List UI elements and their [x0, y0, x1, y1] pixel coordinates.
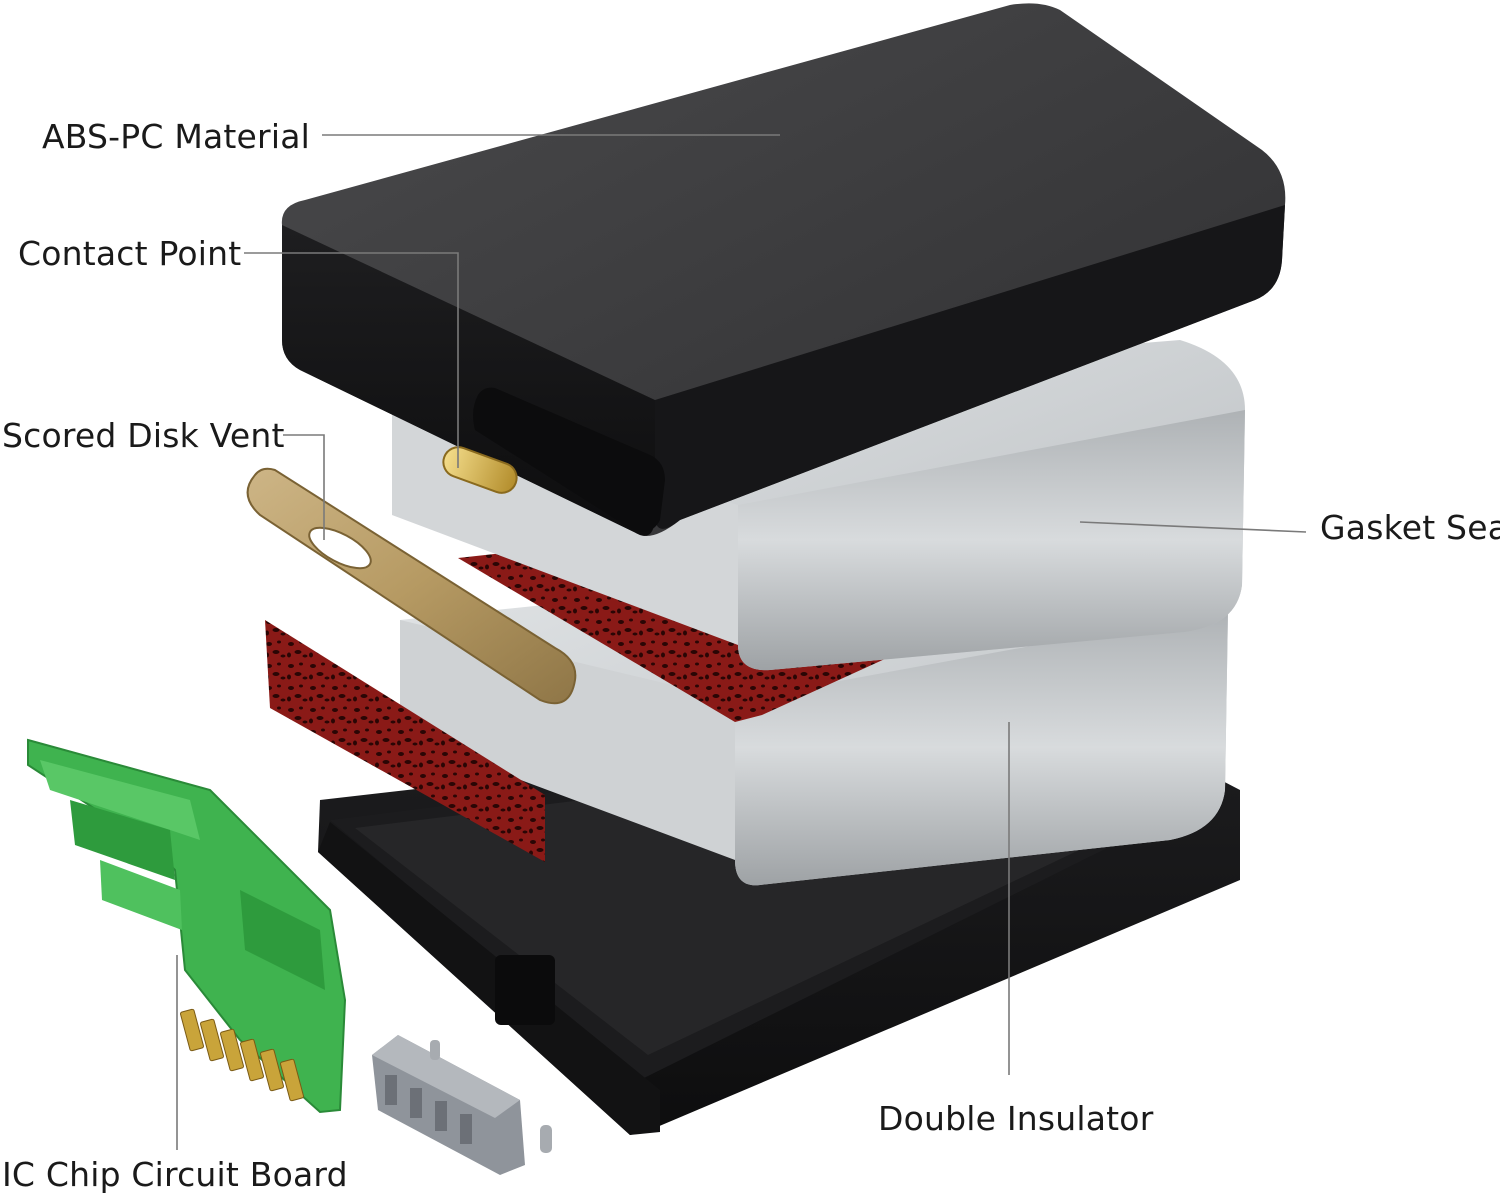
- leader-gasket-seal: [1079, 521, 1307, 533]
- label-gasket-seal: Gasket Seal: [1320, 508, 1500, 547]
- leader-scored-vent: [283, 434, 325, 540]
- connector: [372, 1035, 552, 1175]
- top-casing: [281, 3, 1286, 537]
- contact-point: [442, 446, 518, 494]
- ic-chip-circuit-board: [27, 738, 347, 1114]
- label-scored-disk-vent: Scored Disk Vent: [2, 416, 285, 455]
- label-ic-chip-circuit-board: IC Chip Circuit Board: [2, 1155, 348, 1194]
- side-gasket-sheet: [265, 620, 545, 862]
- label-abs-pc-material: ABS-PC Material: [42, 117, 310, 156]
- leader-contact-point: [244, 252, 459, 468]
- label-contact-point: Contact Point: [18, 234, 242, 273]
- label-double-insulator: Double Insulator: [878, 1099, 1154, 1138]
- leader-lines: [176, 134, 1307, 1150]
